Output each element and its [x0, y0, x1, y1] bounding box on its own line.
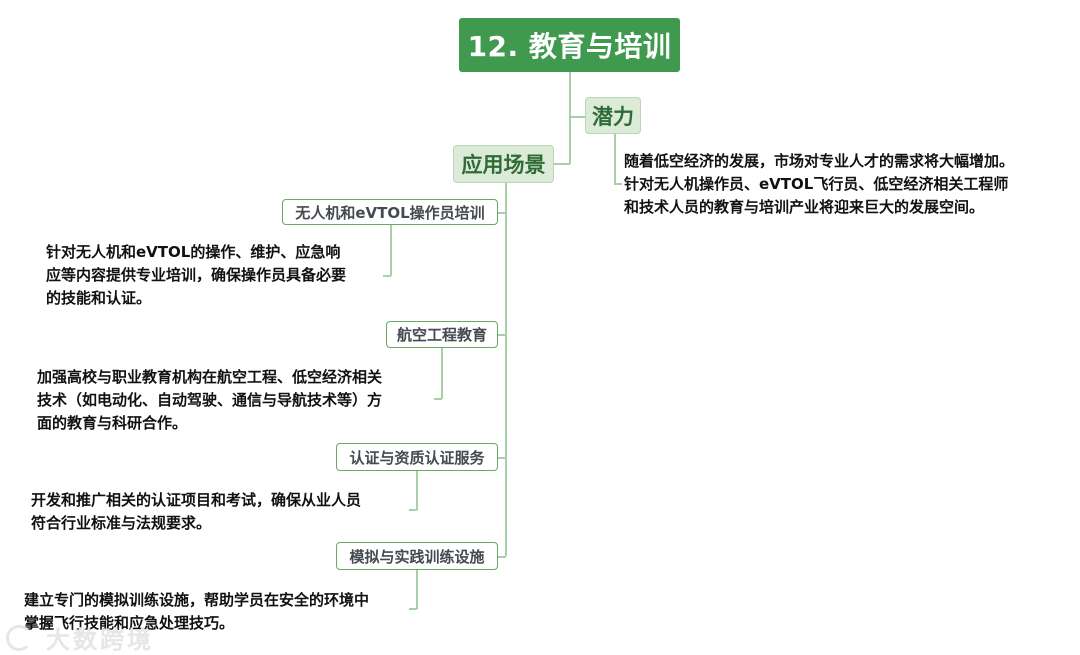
- connector: [505, 181, 507, 556]
- connector: [569, 116, 585, 118]
- connector: [498, 212, 506, 214]
- watermark-logo-icon: [6, 625, 32, 651]
- subtopic-aviation-education[interactable]: 航空工程教育: [386, 321, 498, 348]
- aviation-education-description: 加强高校与职业教育机构在航空工程、低空经济相关 技术（如电动化、自动驾驶、通信与…: [37, 368, 383, 432]
- connector: [554, 163, 570, 165]
- subtopic-operator-training[interactable]: 无人机和eVTOL操作员培训: [282, 199, 498, 225]
- connector: [390, 224, 392, 276]
- subtopic-certification-services[interactable]: 认证与资质认证服务: [336, 443, 498, 471]
- topic-potential[interactable]: 潜力: [585, 97, 641, 134]
- connector: [498, 457, 506, 459]
- topic-scenarios[interactable]: 应用场景: [453, 145, 554, 183]
- connector: [434, 398, 442, 400]
- simulation-training-description: 建立专门的模拟训练设施，帮助学员在安全的环境中 掌握飞行技能和应急处理技巧。: [24, 591, 370, 632]
- watermark: 大数跨境: [6, 620, 154, 655]
- connector: [409, 608, 417, 610]
- connector: [614, 134, 616, 184]
- certification-description: 开发和推广相关的认证项目和考试，确保从业人员 符合行业标准与法规要求。: [31, 491, 362, 532]
- connector: [569, 72, 571, 164]
- connector: [383, 275, 391, 277]
- root-topic[interactable]: 12. 教育与培训: [459, 18, 680, 72]
- subtopic-simulation-training[interactable]: 模拟与实践训练设施: [336, 542, 498, 570]
- operator-training-description: 针对无人机和eVTOL的操作、维护、应急响 应等内容提供专业培训，确保操作员具备…: [46, 243, 347, 307]
- connector: [441, 347, 443, 399]
- connector: [498, 556, 506, 558]
- connector: [498, 334, 506, 336]
- potential-description: 随着低空经济的发展，市场对专业人才的需求将大幅增加。 针对无人机操作员、eVTO…: [624, 152, 1015, 216]
- connector: [409, 509, 417, 511]
- connector: [416, 470, 418, 510]
- connector: [416, 569, 418, 609]
- connector: [614, 183, 622, 185]
